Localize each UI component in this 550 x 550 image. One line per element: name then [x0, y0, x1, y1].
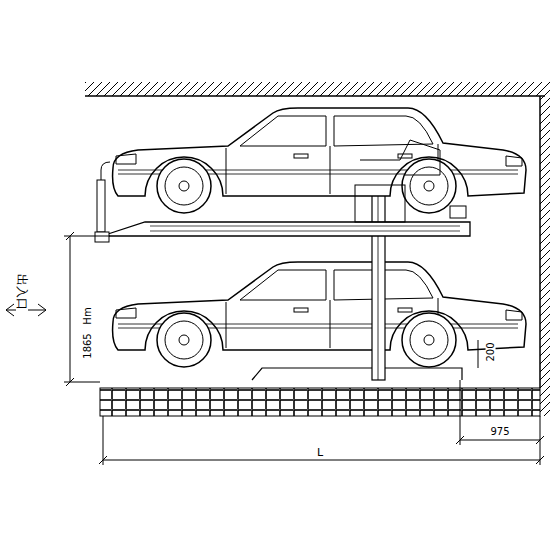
dimension-label: Hm — [83, 306, 93, 325]
dimension-label: 200 — [486, 341, 496, 362]
entrance-label: 出入口 — [16, 273, 28, 311]
dimension-label: 1865 — [83, 332, 93, 359]
dimension-label: L — [316, 447, 324, 458]
dimension-label: 975 — [489, 427, 510, 437]
